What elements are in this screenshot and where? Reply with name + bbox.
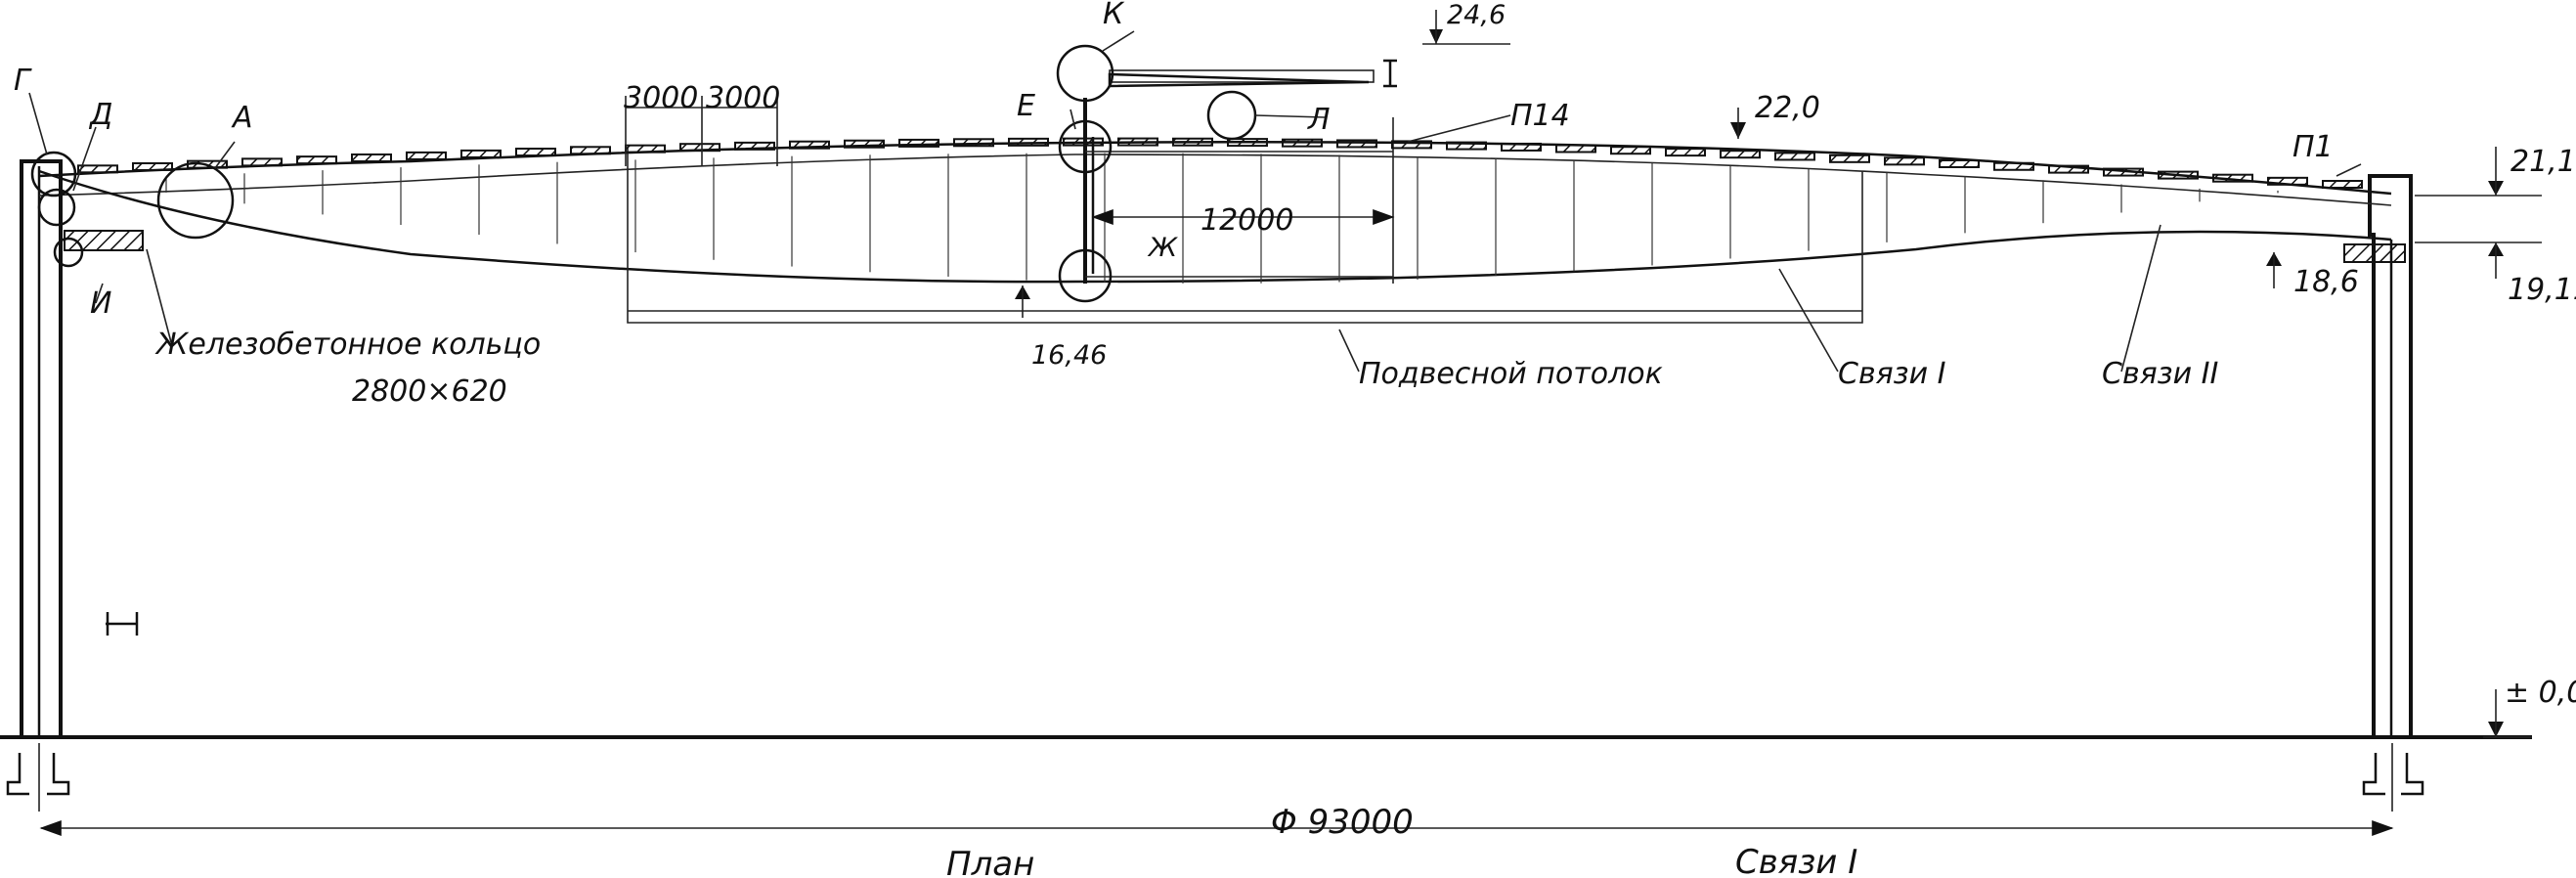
roof-panel — [77, 164, 118, 174]
roof-panel — [1501, 142, 1542, 152]
roof-panel — [1555, 144, 1596, 154]
callout-G: Г — [14, 64, 32, 98]
callout-A-circle — [156, 161, 235, 240]
plan-label: План — [946, 845, 1034, 878]
roof-panel — [2158, 170, 2199, 180]
callout-L-circle — [1206, 90, 1257, 141]
roof-panel — [789, 140, 830, 150]
callout-K: К — [1103, 0, 1125, 31]
upper-chord — [38, 141, 2392, 196]
bracing-bottom-label: Связи I — [1735, 843, 1857, 878]
roof-panel — [1063, 137, 1104, 147]
roof-panel — [953, 138, 994, 148]
roof-panel — [2322, 180, 2363, 190]
roof-panel — [2212, 173, 2253, 183]
left-column — [6, 159, 70, 812]
elev-ground: ± 0,0 — [2505, 676, 2576, 710]
roof-panel — [1884, 156, 1925, 166]
callout-E: Е — [1017, 89, 1035, 123]
roof-panel — [1391, 140, 1432, 150]
roof-panel — [844, 139, 885, 149]
elev-16-46: 16,46 — [1031, 340, 1107, 371]
roof-panel — [734, 141, 775, 151]
roof-panel — [241, 157, 283, 167]
roof-panel — [2048, 164, 2089, 174]
roof-panel — [296, 155, 337, 165]
roof-panel — [406, 151, 447, 160]
roof-panel — [898, 138, 939, 148]
roof-panel — [679, 143, 720, 153]
ring-name: Железобетонное кольцо — [154, 328, 541, 362]
roof-panel — [1008, 137, 1049, 147]
ring-size: 2800×620 — [352, 374, 507, 409]
callout-K-circle — [1056, 44, 1114, 103]
roof-panel — [1993, 161, 2034, 171]
panel-mark-p14: П14 — [1510, 99, 1570, 133]
roof-panels — [77, 137, 2363, 190]
roof-panel — [1117, 137, 1158, 147]
elev-19-11: 19,11 — [2508, 273, 2576, 307]
elev-21-1: 21,1 — [2511, 145, 2576, 179]
ceiling-label: Подвесной потолок — [1359, 357, 1663, 391]
roof-panel — [1336, 139, 1377, 149]
right-column — [2362, 174, 2424, 812]
roof-panel — [1665, 148, 1706, 157]
elev-18-6: 18,6 — [2293, 265, 2359, 299]
ring-block-left — [64, 230, 144, 251]
roof-panel — [1282, 138, 1323, 148]
dim-12000: 12000 — [1201, 203, 1293, 238]
elevation-markers — [1015, 10, 2542, 738]
roof-panel — [2267, 176, 2308, 186]
bracing-2-label: Связи II — [2102, 357, 2219, 391]
roof-panel — [570, 146, 611, 155]
roof-panel — [132, 161, 173, 171]
roof-panel — [1720, 150, 1761, 159]
dim-3000-right: 3000 — [706, 81, 780, 115]
roof-panel — [1774, 152, 1815, 161]
callout-L: Л — [1307, 103, 1331, 137]
callout-ZH: Ж — [1147, 233, 1178, 263]
roof-panel — [1446, 141, 1487, 151]
lower-chord — [38, 169, 2392, 284]
roof-panel — [1227, 138, 1268, 148]
leader-lines — [28, 30, 2362, 373]
elev-22-0: 22,0 — [1755, 91, 1820, 125]
roof-panel — [351, 153, 392, 162]
callout-D-circle — [37, 188, 76, 227]
panel-mark-p1: П1 — [2292, 130, 2334, 164]
callout-ZH-circle — [1058, 248, 1113, 303]
suspended-ceiling — [627, 147, 1863, 324]
roof-panel — [625, 144, 666, 154]
ring-block-right — [2343, 243, 2406, 263]
roof-panel — [1829, 154, 1870, 163]
callout-E-circle — [1058, 119, 1113, 174]
dim-3000 — [625, 96, 778, 166]
callout-G-circle — [30, 151, 77, 198]
roof-panel — [1610, 146, 1651, 155]
dim-diameter: Φ 93000 — [1271, 803, 1414, 842]
elev-24-6: 24,6 — [1447, 0, 1506, 30]
callout-I: И — [90, 286, 111, 321]
callout-D: Д — [88, 98, 112, 132]
roof-panel — [2103, 167, 2144, 177]
callout-A: А — [231, 101, 253, 135]
roof-panel — [1939, 158, 1980, 168]
roof-panel — [460, 149, 502, 158]
bracing-1-label: Связи I — [1838, 357, 1946, 391]
i-beam-symbol — [106, 612, 139, 636]
i-beam-symbol-top — [1383, 59, 1397, 88]
callout-I-circle — [53, 237, 84, 268]
roof-panel — [1172, 137, 1213, 147]
dim-3000-left: 3000 — [624, 81, 698, 115]
roof-panel — [515, 148, 556, 157]
